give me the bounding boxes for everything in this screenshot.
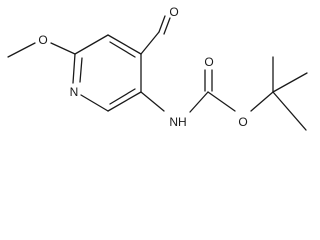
bond-carbonyl-ester-o <box>207 91 236 112</box>
methoxy-group: O <box>7 33 76 58</box>
bond-c4-cho <box>140 31 160 55</box>
molecule-diagram: O O N NH O O <box>7 5 308 131</box>
double-bond-n1-c2 <box>79 57 83 83</box>
pyridine-ring <box>72 34 142 112</box>
carbonyl-oxygen-label: O <box>204 55 213 69</box>
bond-nh-carbonyl <box>189 91 209 113</box>
double-bond-c5-c6 <box>109 88 136 105</box>
bond-c5-nh <box>140 91 165 112</box>
structure-canvas: O O N NH O O <box>7 5 308 131</box>
ester-oxygen-label: O <box>238 115 247 129</box>
bond-ester-o-tbu <box>250 91 274 112</box>
double-bond-c3-c4 <box>109 41 136 58</box>
bond-o-ch3 <box>7 42 36 58</box>
bond-c6-n1 <box>80 94 109 112</box>
bond-cho-o-2 <box>163 17 171 35</box>
aldehyde-oxygen-label: O <box>169 5 178 19</box>
bond-cho-o-1 <box>158 15 166 33</box>
bond-tbu-me-right <box>272 72 308 93</box>
amide-nh-label: NH <box>169 115 186 129</box>
bond-c2-ome <box>50 42 76 55</box>
bond-c5-c6 <box>107 91 142 112</box>
bond-n1-c2 <box>72 53 76 84</box>
bond-c2-c3 <box>74 34 109 55</box>
pyridine-nitrogen-label: N <box>70 85 79 99</box>
methoxy-oxygen-label: O <box>38 33 47 47</box>
bond-tbu-me-bottom <box>272 91 307 131</box>
boc-carbamate-group: NH O O <box>140 55 308 131</box>
aldehyde-group: O <box>140 5 179 55</box>
bond-c3-c4 <box>107 34 142 55</box>
